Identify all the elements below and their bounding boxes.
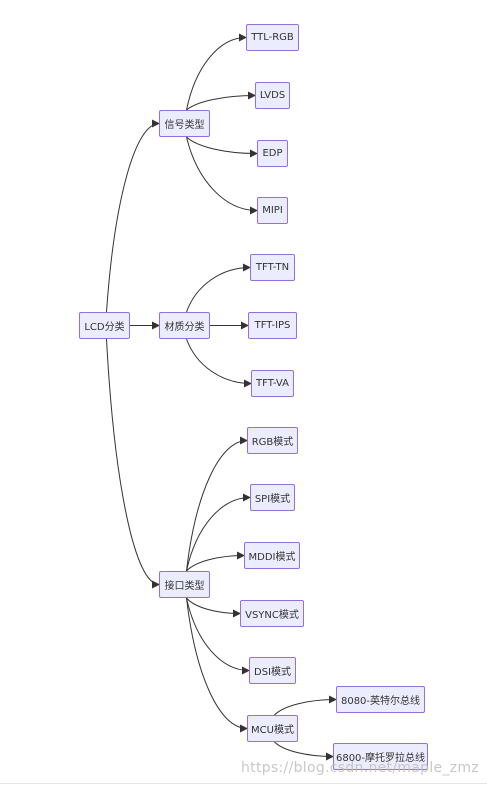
edge-lcd-to-signal	[106, 119, 160, 313]
node-dsi-mode[interactable]: DSI模式	[249, 657, 296, 684]
edge-interface-to-vsync	[186, 597, 241, 618]
edge-mcu-to-m6800	[274, 741, 334, 761]
node-mipi[interactable]: MIPI	[257, 197, 288, 224]
node-rgb-mode[interactable]: RGB模式	[247, 427, 298, 454]
edge-interface-to-mddi	[186, 551, 245, 572]
watermark-text: https://blog.csdn.net/maple_zmz	[241, 760, 479, 776]
node-mddi-mode[interactable]: MDDI模式	[244, 542, 300, 569]
edge-signal-to-edp	[186, 136, 258, 158]
node-lcd-classification[interactable]: LCD分类	[79, 312, 130, 339]
node-lvds[interactable]: LVDS	[255, 82, 290, 109]
node-vsync-mode[interactable]: VSYNC模式	[240, 600, 304, 627]
node-spi-mode[interactable]: SPI模式	[250, 484, 295, 511]
node-edp[interactable]: EDP	[257, 140, 288, 167]
node-material-classification[interactable]: 材质分类	[159, 312, 210, 339]
edge-signal-to-mipi	[186, 136, 258, 215]
node-tft-va[interactable]: TFT-VA	[251, 370, 294, 397]
node-tft-ips[interactable]: TFT-IPS	[248, 312, 297, 339]
node-signal-type[interactable]: 信号类型	[159, 110, 210, 137]
edge-signal-to-lvds	[186, 91, 256, 111]
edge-interface-to-mcu	[186, 597, 248, 733]
node-interface-type[interactable]: 接口类型	[159, 571, 210, 598]
node-ttl-rgb[interactable]: TTL-RGB	[246, 24, 299, 51]
node-mcu-mode[interactable]: MCU模式	[247, 715, 298, 742]
edge-material-to-tfttn	[186, 263, 251, 313]
edge-interface-to-rgb	[186, 436, 248, 572]
bottom-divider	[0, 783, 487, 784]
edge-lcd-to-interface	[106, 338, 160, 589]
node-tft-tn[interactable]: TFT-TN	[250, 254, 295, 281]
edge-material-to-tftva	[186, 338, 252, 388]
node-6800-motorola-bus[interactable]: 6800-摩托罗拉总线	[333, 743, 428, 770]
edge-interface-to-dsi	[186, 597, 250, 675]
edge-mcu-to-m8080	[274, 695, 337, 716]
node-8080-intel-bus[interactable]: 8080-英特尔总线	[336, 686, 425, 713]
edge-interface-to-spi	[186, 493, 251, 572]
edge-signal-to-ttlrgb	[186, 33, 247, 111]
